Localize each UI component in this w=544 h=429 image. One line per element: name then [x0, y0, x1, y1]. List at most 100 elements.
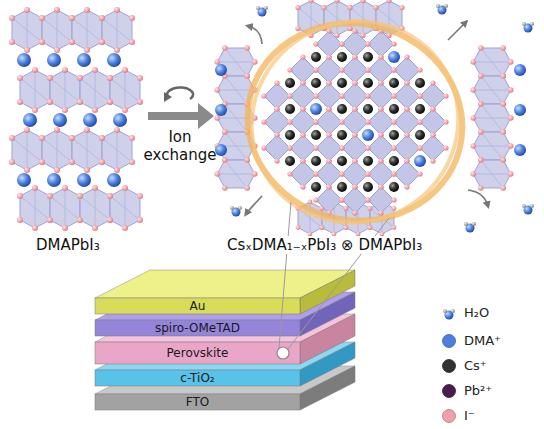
iodide-atom	[77, 193, 83, 199]
iodide-atom	[500, 101, 506, 107]
octahedron	[316, 135, 342, 161]
dma-cation	[107, 173, 121, 187]
octahedron-edge	[57, 10, 58, 50]
iodide-atom	[99, 135, 105, 141]
octahedron	[72, 10, 102, 50]
cs-cation	[363, 182, 373, 192]
iodide-atom	[129, 39, 135, 45]
octahedron	[342, 57, 368, 83]
iodide-atom	[54, 127, 60, 133]
iodide-atom	[417, 145, 422, 150]
octahedron	[316, 57, 342, 83]
iodide-atom	[261, 93, 266, 98]
dma-cation	[47, 53, 61, 67]
iodide-atom	[77, 193, 83, 199]
cs-cation	[389, 130, 399, 140]
cs-cation	[311, 52, 321, 62]
layer-front-face	[95, 342, 300, 364]
octahedron	[42, 10, 72, 50]
iodide-atom	[339, 119, 344, 124]
iodide-atom	[339, 197, 344, 202]
iodide-atom	[300, 106, 305, 111]
iodide-atom	[500, 157, 506, 163]
iodide-atom	[300, 106, 305, 111]
iodide-atom	[339, 197, 344, 202]
iodide-atom	[321, 5, 326, 10]
iodide-atom	[347, 26, 352, 31]
cs-cation	[389, 104, 399, 114]
iodide-atom	[404, 54, 409, 59]
legend-swatch	[440, 382, 458, 400]
iodide-atom	[313, 41, 318, 46]
dma-cation	[77, 53, 91, 67]
iodide-atom	[107, 75, 113, 81]
iodide-atom	[24, 47, 30, 53]
iodide-atom	[365, 67, 370, 72]
iodide-atom	[326, 184, 331, 189]
legend-dot	[443, 410, 456, 423]
iodide-atom	[391, 171, 396, 176]
iodide-atom	[392, 225, 397, 230]
iodide-atom	[378, 80, 383, 85]
iodide-atom	[391, 171, 396, 176]
water-molecule	[443, 309, 455, 320]
iodide-atom	[378, 54, 383, 59]
iodide-atom	[500, 129, 506, 135]
iodide-atom	[122, 225, 128, 231]
octahedron	[264, 135, 290, 161]
iodide-atom	[320, 225, 325, 230]
iodide-atom	[320, 225, 325, 230]
iodide-atom	[77, 75, 83, 81]
iodide-atom	[378, 80, 383, 85]
iodide-atom	[326, 28, 331, 33]
release-arrow	[468, 190, 488, 206]
octahedron	[420, 109, 446, 135]
iodide-atom	[326, 184, 331, 189]
iodide-atom	[313, 67, 318, 72]
iodide-atom	[352, 80, 357, 85]
layer-front-face	[95, 320, 300, 336]
layer-label: spiro-OMeTAD	[155, 321, 240, 335]
iodide-atom	[77, 217, 83, 223]
iodide-atom	[417, 145, 422, 150]
iodide-atom	[47, 217, 53, 223]
iodide-atom	[417, 119, 422, 124]
legend-text: I⁻	[464, 408, 475, 424]
iodide-atom	[368, 206, 373, 211]
orbit-ring	[225, 0, 484, 245]
iodide-atom	[378, 132, 383, 137]
iodide-atom	[107, 99, 113, 105]
octahedron-edge	[117, 130, 118, 170]
cs-cation	[337, 78, 347, 88]
octahedron	[72, 130, 102, 170]
dma-cation	[53, 113, 67, 127]
iodide-atom	[392, 206, 397, 211]
device-stack	[95, 202, 389, 410]
iodide-atom	[417, 67, 422, 72]
iodide-atom	[500, 185, 506, 191]
dma-cation	[388, 51, 400, 63]
octahedron	[473, 48, 511, 76]
iodide-atom	[300, 158, 305, 163]
iodide-atom	[222, 157, 228, 163]
octahedron	[110, 188, 140, 228]
iodide-atom	[368, 225, 373, 230]
octahedron-edge	[87, 10, 88, 50]
iodide-atom	[404, 132, 409, 137]
octahedron	[368, 161, 394, 187]
cs-cation	[363, 104, 373, 114]
iodide-atom	[417, 171, 422, 176]
iodide-atom	[391, 145, 396, 150]
hydrogen-atom	[472, 222, 476, 226]
hydrogen-atom	[443, 309, 447, 313]
iodide-atom	[378, 158, 383, 163]
iodide-atom	[326, 132, 331, 137]
iodide-atom	[137, 193, 143, 199]
iodide-atom	[430, 106, 435, 111]
iodide-atom	[365, 93, 370, 98]
iodide-atom	[47, 75, 53, 81]
octahedron-edge	[35, 188, 36, 228]
iodide-atom	[404, 158, 409, 163]
iodide-atom	[77, 99, 83, 105]
iodide-atom	[99, 159, 105, 165]
